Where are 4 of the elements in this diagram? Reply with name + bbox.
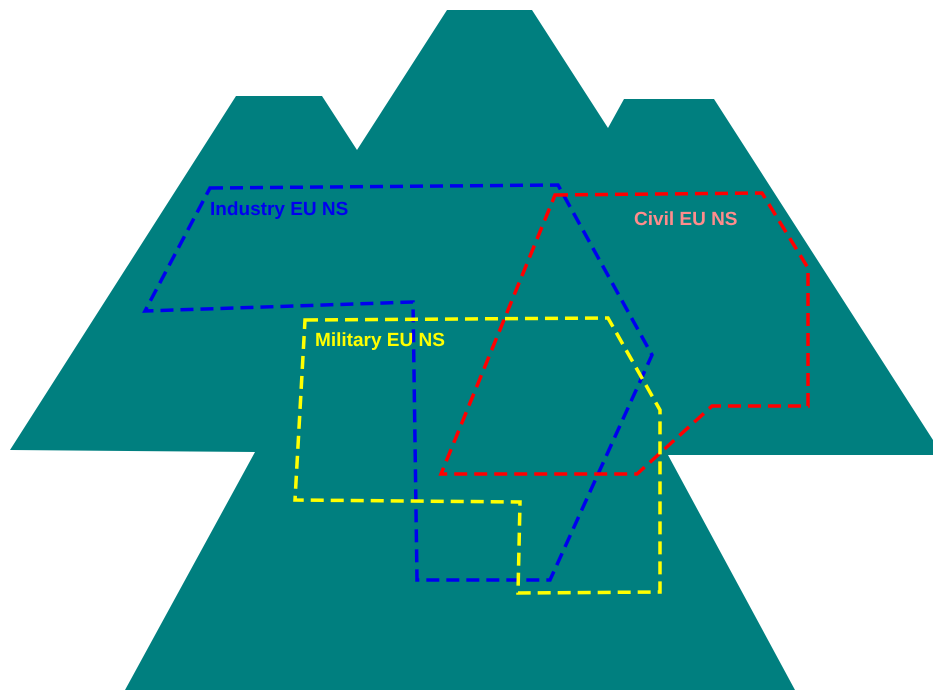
region-label: Industry EU NS bbox=[210, 199, 348, 221]
region-label: Military EU NS bbox=[315, 330, 445, 352]
region-label: Civil EU NS bbox=[634, 209, 738, 231]
dashed-region bbox=[295, 318, 660, 593]
